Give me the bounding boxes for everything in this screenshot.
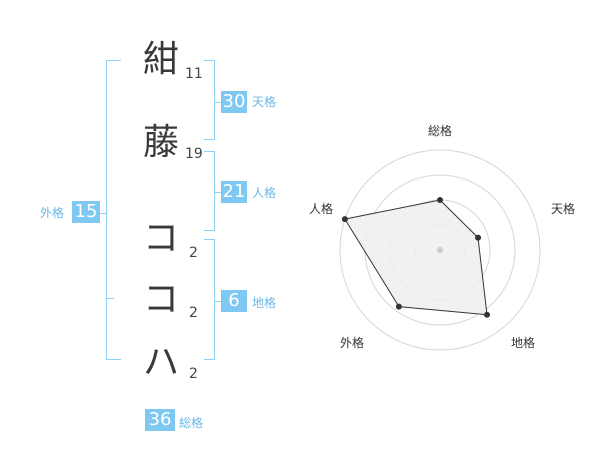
- stroke-count-1: 11: [185, 66, 203, 82]
- stroke-count-3: 2: [189, 245, 198, 261]
- chikaku-value: 6: [221, 290, 247, 312]
- name-char-1: 紺: [142, 39, 179, 80]
- gaikaku-label: 外格: [40, 206, 65, 220]
- radar-point-4: [395, 303, 402, 310]
- tenkaku-bracket-tick: [215, 102, 221, 103]
- stroke-count-4: 2: [189, 305, 198, 321]
- soukaku-value: 36: [145, 409, 175, 431]
- radar-chart: [339, 149, 541, 351]
- radar-point-5: [341, 216, 348, 223]
- radar-axis-label-gaikaku: 外格: [340, 336, 365, 350]
- radar-axis-label-jinkaku: 人格: [309, 202, 334, 216]
- tenkaku-value: 30: [221, 91, 247, 113]
- chikaku-bracket-tick: [215, 301, 221, 302]
- gaikaku-bracket-tick: [100, 213, 106, 214]
- radar-ring: [339, 149, 541, 351]
- name-char-2: 藤: [142, 122, 179, 163]
- radar-axis-label-soukaku: 総格: [428, 124, 453, 138]
- jinkaku-label: 人格: [252, 186, 277, 200]
- stroke-count-2: 19: [185, 146, 203, 162]
- stroke-count-5: 2: [189, 366, 198, 382]
- gaikaku-bracket-gap-tick: [106, 298, 114, 299]
- tenkaku-bracket: [204, 60, 215, 140]
- radar-axis-label-chikaku: 地格: [511, 336, 536, 350]
- radar-point-2: [475, 234, 482, 241]
- soukaku-label: 総格: [179, 416, 204, 430]
- tenkaku-label: 天格: [252, 95, 277, 109]
- gaikaku-bracket: [106, 60, 121, 360]
- gaikaku-value: 15: [72, 201, 100, 223]
- chikaku-label: 地格: [252, 296, 277, 310]
- radar-point-3: [484, 311, 491, 318]
- name-char-4: コ: [142, 279, 179, 320]
- jinkaku-bracket-tick: [215, 192, 221, 193]
- name-char-3: コ: [142, 218, 179, 259]
- radar-axis-label-tenkaku: 天格: [551, 202, 576, 216]
- radar-score-polygon: [344, 199, 488, 316]
- radar-point-1: [437, 197, 443, 203]
- chikaku-bracket: [204, 239, 215, 360]
- jinkaku-bracket: [204, 151, 215, 231]
- radar-center-dot: [437, 247, 443, 253]
- name-char-5: ハ: [142, 342, 179, 383]
- jinkaku-value: 21: [221, 181, 247, 203]
